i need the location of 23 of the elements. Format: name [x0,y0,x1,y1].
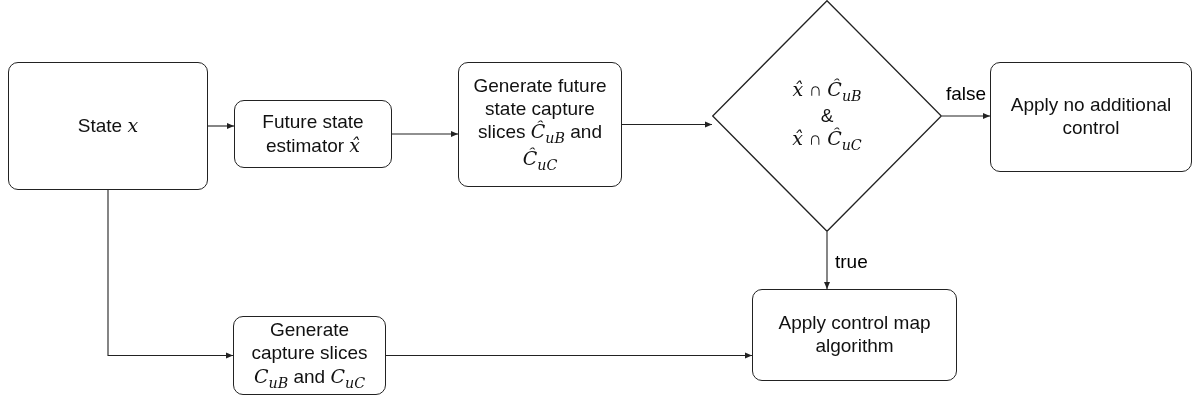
process-text: Apply no additional control [1009,94,1173,140]
condition-text: & [819,104,835,127]
arrow [391,131,459,137]
process-text: Generate future state capture slices Ĉ$_{uB}$ and Ĉ$_{uC}$ [472,74,608,175]
process-box [752,289,957,381]
process-text: Future state estimator x̂ [261,110,365,158]
process-text: Generate capture slices C$_{uB}$ and C$_{uC}$ [250,319,369,392]
process-text: State x [76,114,140,138]
arrow [107,189,234,359]
arrow [207,123,235,129]
arrow [941,113,991,119]
process-text: Apply control map algorithm [777,312,932,358]
condition-text: x̂ ∩ Ĉ$_{uB}$ [791,77,863,105]
process-box [990,62,1192,172]
arrow [824,231,830,290]
process-box [233,316,386,395]
condition-text: x̂ ∩ Ĉ$_{uC}$ [791,127,863,155]
decision-diamond [712,0,942,232]
arrow [621,121,713,128]
arrow [385,352,753,359]
process-box [8,62,208,190]
process-box [234,100,392,168]
process-box [458,62,622,187]
